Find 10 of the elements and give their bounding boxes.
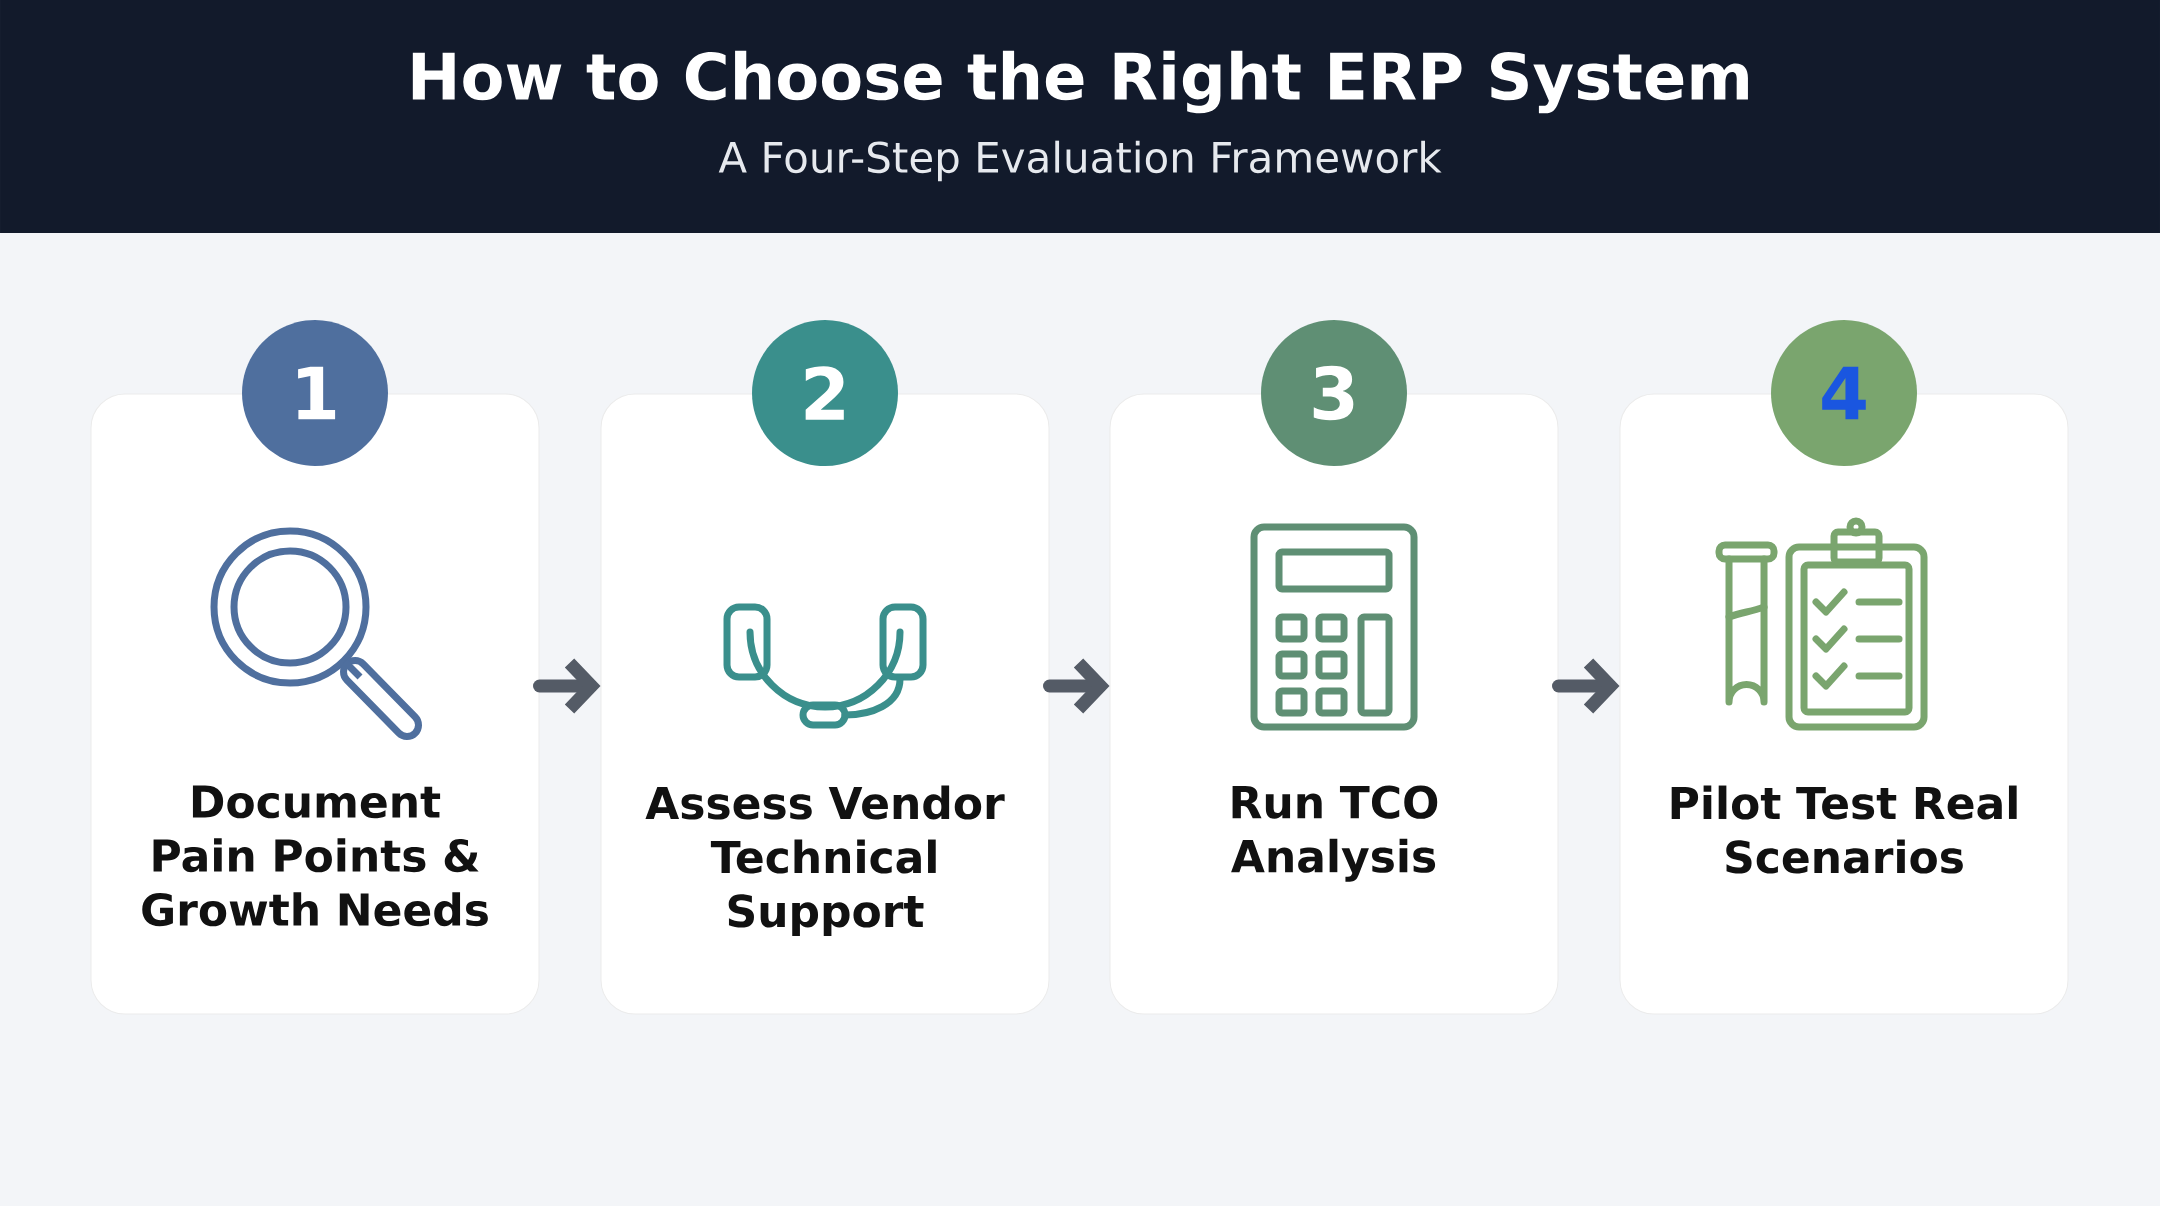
number-badge: 4: [1771, 320, 1917, 466]
step-title: Run TCO Analysis: [1231, 785, 1438, 882]
step-title: Assess Vendor Technical Support: [645, 785, 1005, 937]
subtitle: A Four-Step Evaluation Framework: [718, 140, 1442, 182]
number-badge: 3: [1261, 320, 1407, 466]
number-badge: 1: [242, 320, 388, 466]
step-title: Pilot Test Real Scenarios: [1671, 785, 2017, 874]
step-title: Document Pain Points & Growth Needs: [142, 785, 488, 927]
number-badge: 2: [752, 320, 898, 466]
title: How to Choose the Right ERP System: [412, 50, 1748, 114]
